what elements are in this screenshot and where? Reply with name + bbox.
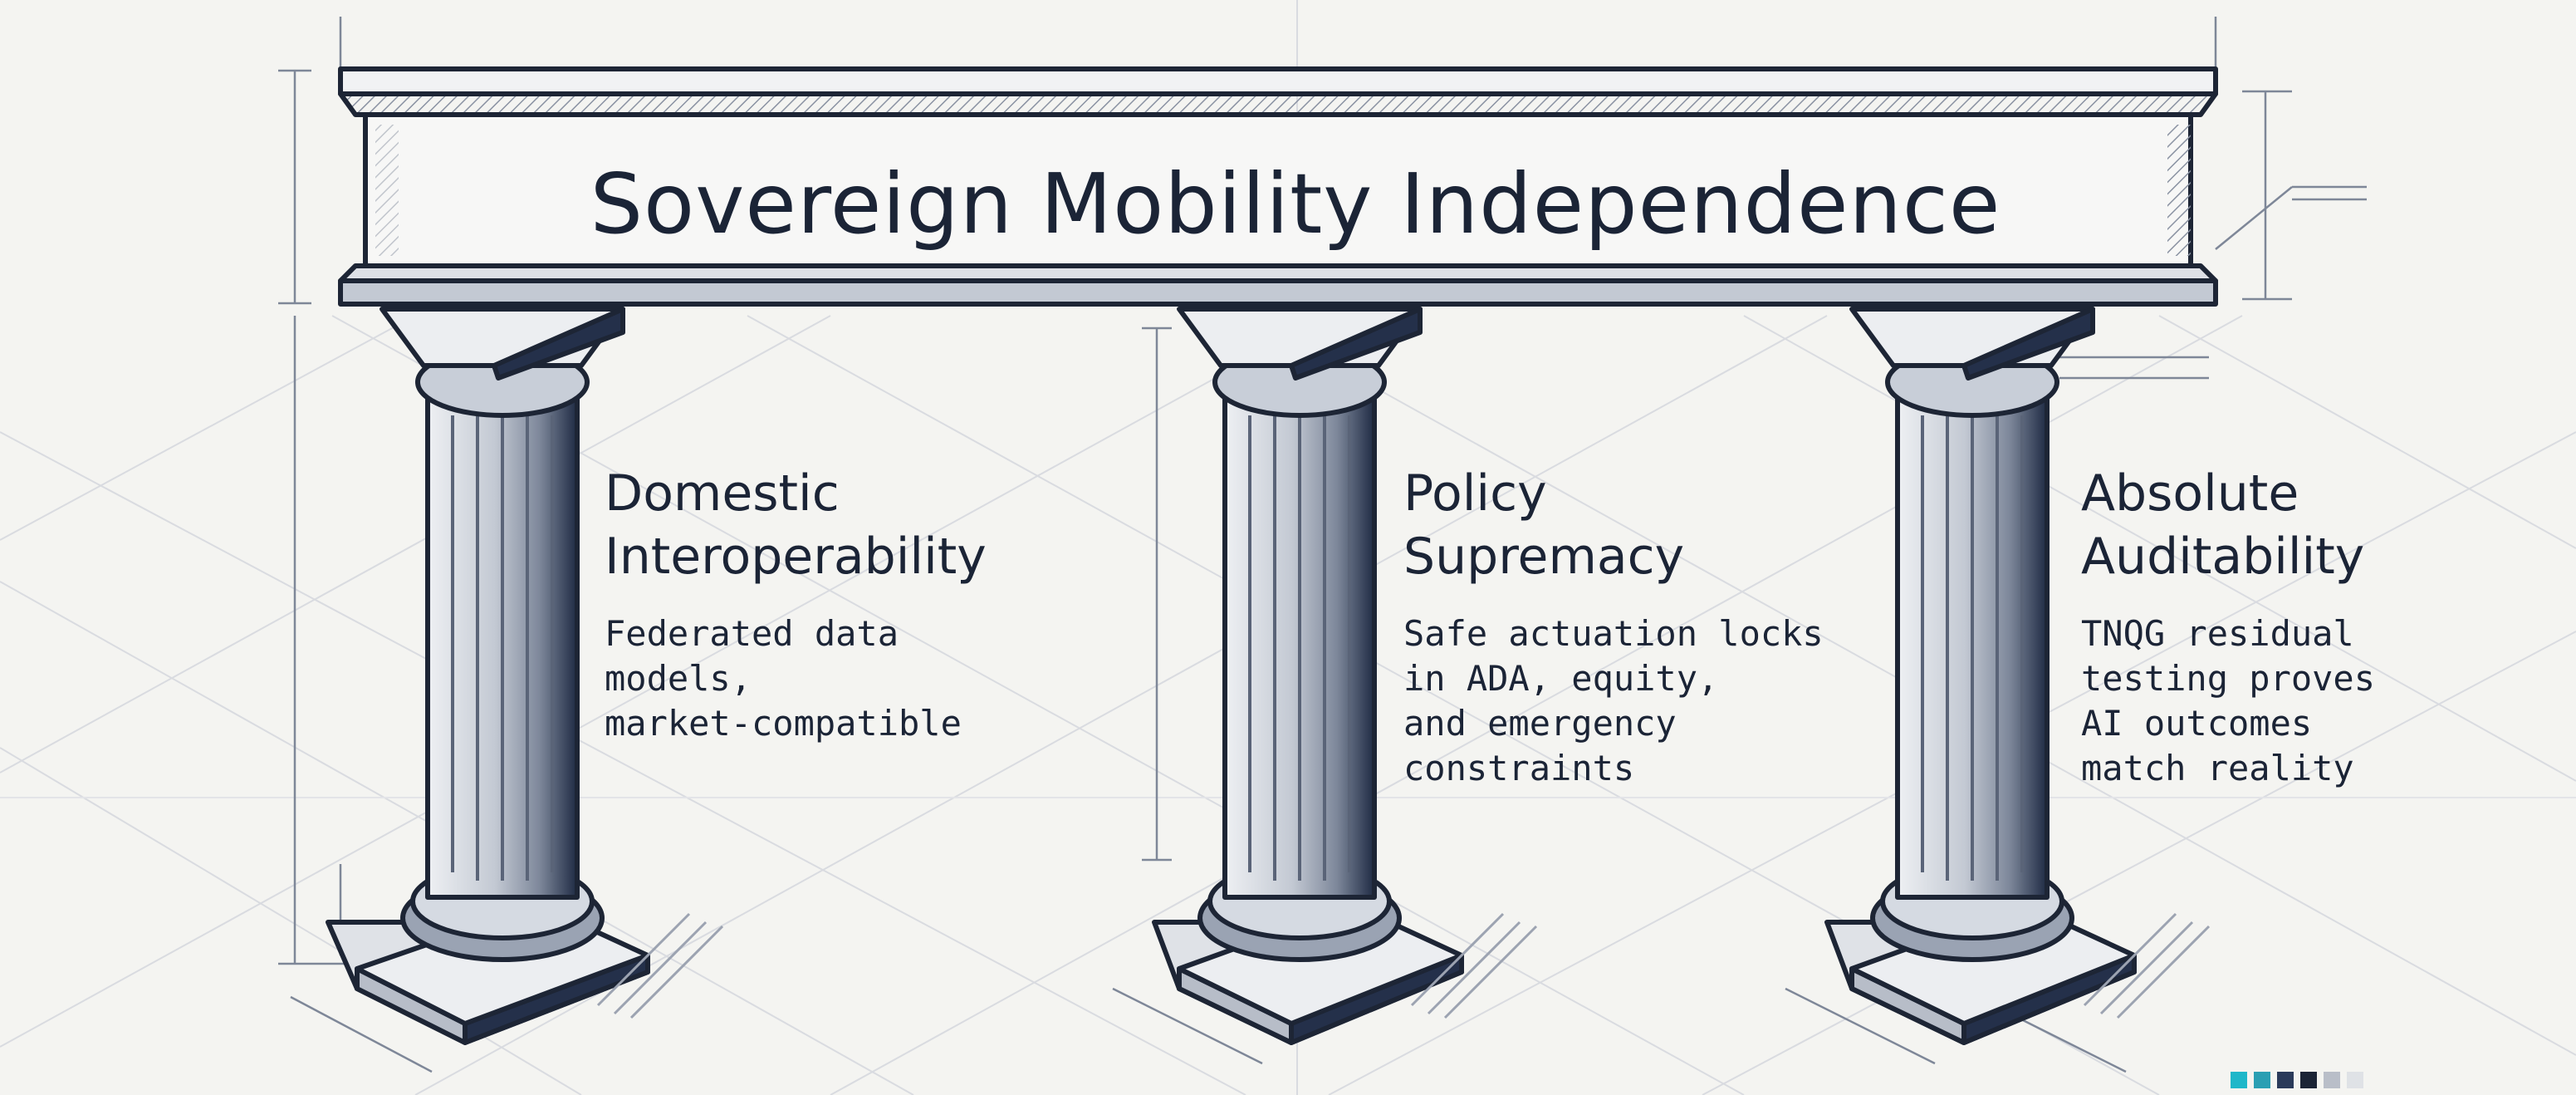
pillar-2-heading: Policy Supremacy <box>1403 464 1685 586</box>
pillar-3-text: Absolute Auditability TNQG residual test… <box>2081 462 2546 791</box>
beam <box>338 66 2218 307</box>
pillar-1-description: Federated data models, market-compatible <box>605 613 962 744</box>
color-swatch-3 <box>2277 1072 2294 1088</box>
pillar-2-description: Safe actuation locks in ADA, equity, and… <box>1403 613 1824 788</box>
pillar-2-column <box>1152 307 1464 1045</box>
pillar-1-heading: Domestic Interoperability <box>605 464 987 586</box>
color-swatches <box>2231 1072 2363 1088</box>
ground-hatching <box>596 912 2211 1019</box>
color-swatch-2 <box>2254 1072 2270 1088</box>
pillar-3-description: TNQG residual testing proves AI outcomes… <box>2081 613 2376 788</box>
pillar-1-text: Domestic Interoperability Federated data… <box>605 462 1070 746</box>
beam-title: Sovereign Mobility Independence <box>590 155 2001 253</box>
pillar-3-column <box>1824 307 2137 1045</box>
pillar-3-heading: Absolute Auditability <box>2081 464 2365 586</box>
pillar-1-column <box>326 307 650 1045</box>
color-swatch-6 <box>2347 1072 2363 1088</box>
color-swatch-4 <box>2300 1072 2317 1088</box>
color-swatch-1 <box>2231 1072 2247 1088</box>
pillar-2-text: Policy Supremacy Safe actuation locks in… <box>1403 462 1868 791</box>
color-swatch-5 <box>2324 1072 2340 1088</box>
